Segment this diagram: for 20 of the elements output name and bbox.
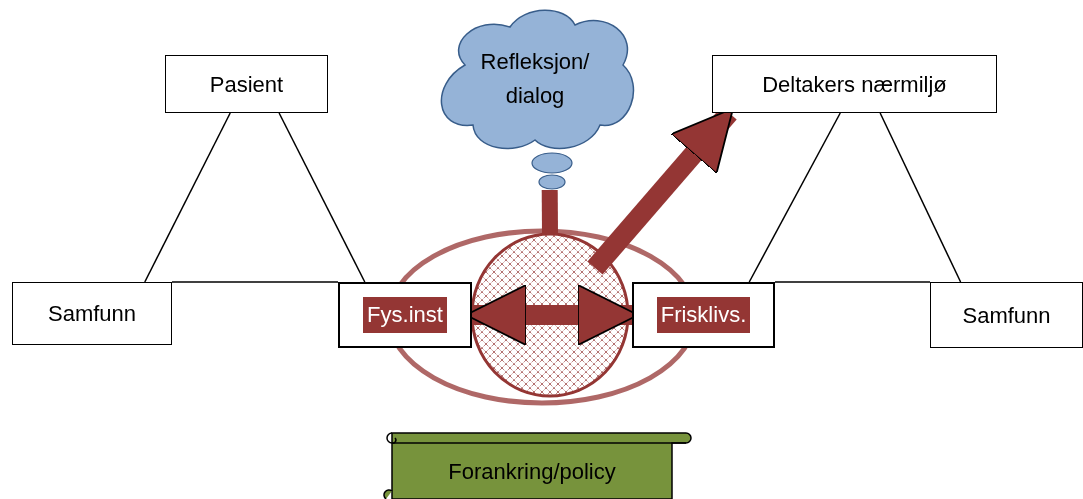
process-box bbox=[165, 55, 328, 113]
process-box bbox=[632, 282, 775, 348]
connector-line bbox=[171, 281, 339, 283]
connector-line bbox=[278, 112, 366, 283]
process-box bbox=[338, 282, 472, 348]
connector-line bbox=[748, 112, 841, 283]
connector-line bbox=[144, 112, 231, 283]
tag-label: Fys.inst bbox=[363, 297, 447, 333]
banner-label: Forankring/policy bbox=[448, 457, 616, 486]
process-box bbox=[12, 282, 172, 345]
process-box bbox=[712, 55, 997, 113]
cloud-label: Refleksjon/ dialog bbox=[479, 48, 591, 110]
connector-line bbox=[879, 112, 962, 283]
box-label: Samfunn bbox=[47, 300, 137, 328]
box-label: Pasient bbox=[209, 70, 284, 99]
box-label: Deltakers nærmiljø bbox=[762, 70, 947, 99]
box-label: Samfunn bbox=[962, 301, 1051, 330]
tag-label: Frisklivs. bbox=[656, 297, 751, 333]
connector-line bbox=[774, 281, 931, 283]
process-box bbox=[930, 282, 1083, 348]
